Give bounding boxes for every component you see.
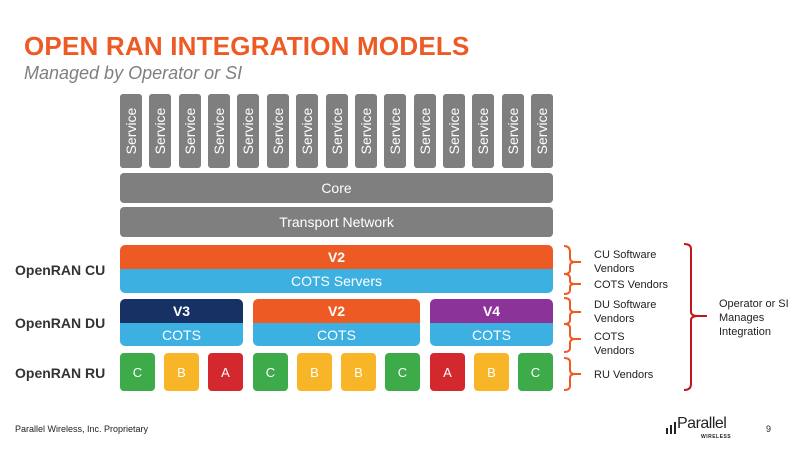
service-label: Service <box>475 107 491 155</box>
service-label: Service <box>505 107 521 155</box>
ru-vendor-a: A <box>430 353 465 391</box>
service-label: Service <box>211 107 227 155</box>
ru-vendor-a: A <box>208 353 243 391</box>
du-cots: COTS <box>253 323 420 346</box>
openran-du-label: OpenRAN DU <box>15 315 106 331</box>
du-stack-v2: V2 COTS <box>253 299 420 346</box>
logo-text: Parallel <box>677 415 727 432</box>
cu-software-vendors-note: CU Software Vendors <box>594 249 657 275</box>
page-number: 9 <box>766 424 772 434</box>
service-block: Service <box>149 94 171 168</box>
du-software-v4: V4 <box>430 299 553 323</box>
cu-stack: V2 COTS Servers <box>120 245 553 293</box>
ru-vendor-b: B <box>297 353 332 391</box>
du-stack-v3: V3 COTS <box>120 299 243 346</box>
cu-software-v2: V2 <box>120 245 553 269</box>
ru-vendors-note: RU Vendors <box>594 369 654 381</box>
ru-vendor-b: B <box>474 353 509 391</box>
integration-bracket <box>683 243 707 391</box>
service-label: Service <box>182 107 198 155</box>
service-block: Service <box>296 94 318 168</box>
du-cots: COTS <box>120 323 243 346</box>
service-label: Service <box>123 107 139 155</box>
du-cots-bracket <box>563 323 576 353</box>
service-label: Service <box>534 107 550 155</box>
service-block: Service <box>472 94 494 168</box>
logo-subtext: WIRELESS <box>701 434 732 440</box>
cu-cots-vendors-note: COTS Vendors <box>594 279 668 291</box>
service-block: Service <box>267 94 289 168</box>
integration-note: Operator or SI Manages Integration <box>719 298 789 338</box>
service-label: Service <box>417 107 433 155</box>
vendor-brackets <box>563 243 707 391</box>
signal-bars-icon <box>666 422 676 434</box>
service-label: Service <box>240 107 256 155</box>
service-label: Service <box>329 107 345 155</box>
ru-bracket <box>563 357 576 391</box>
service-block: Service <box>326 94 348 168</box>
cu-software-bracket <box>563 245 576 275</box>
ru-vendor-c: C <box>253 353 288 391</box>
service-block: Service <box>414 94 436 168</box>
du-software-vendors-note: DU Software Vendors <box>594 299 657 325</box>
service-block: Service <box>120 94 142 168</box>
service-block: Service <box>237 94 259 168</box>
service-label: Service <box>152 107 168 155</box>
ru-vendor-b: B <box>341 353 376 391</box>
service-label: Service <box>299 107 315 155</box>
page-title: OPEN RAN INTEGRATION MODELS <box>24 31 470 61</box>
du-cots-vendors-note: COTS Vendors <box>594 331 635 357</box>
ru-vendor-c: C <box>120 353 155 391</box>
service-block: Service <box>502 94 524 168</box>
service-label: Service <box>358 107 374 155</box>
du-stack-v4: V4 COTS <box>430 299 553 346</box>
transport-network-block: Transport Network <box>120 207 553 237</box>
service-label: Service <box>270 107 286 155</box>
openran-cu-label: OpenRAN CU <box>15 262 106 278</box>
du-cots: COTS <box>430 323 553 346</box>
service-block: Service <box>384 94 406 168</box>
ru-vendor-c: C <box>385 353 420 391</box>
service-label: Service <box>387 107 403 155</box>
service-label: Service <box>446 107 462 155</box>
ru-vendor-c: C <box>518 353 553 391</box>
du-software-bracket <box>563 297 576 325</box>
service-block: Service <box>531 94 553 168</box>
du-software-v2: V2 <box>253 299 420 323</box>
footer-proprietary: Parallel Wireless, Inc. Proprietary <box>15 424 149 434</box>
core-block: Core <box>120 173 553 203</box>
service-block: Service <box>208 94 230 168</box>
openran-ru-label: OpenRAN RU <box>15 365 106 381</box>
du-software-v3: V3 <box>120 299 243 323</box>
service-block: Service <box>179 94 201 168</box>
service-block: Service <box>443 94 465 168</box>
cu-cots-bracket <box>563 273 576 295</box>
ru-vendor-b: B <box>164 353 199 391</box>
cu-cots-servers: COTS Servers <box>120 269 553 293</box>
page-subtitle: Managed by Operator or SI <box>24 63 243 83</box>
service-block: Service <box>355 94 377 168</box>
